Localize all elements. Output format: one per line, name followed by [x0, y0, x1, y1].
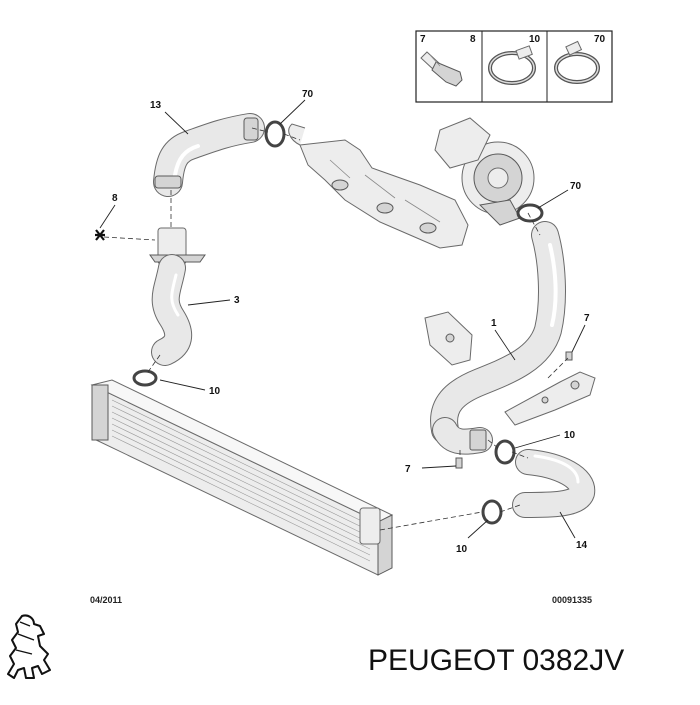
clamp-70-top [264, 120, 286, 148]
legend-cell-8: 8 [470, 34, 476, 45]
legend-cell-70: 70 [594, 34, 606, 45]
callout-7-upper: 7 [584, 313, 590, 324]
legend-cell-7: 7 [420, 34, 426, 45]
callout-1: 1 [491, 318, 497, 329]
hose-clamp-icon [488, 45, 536, 85]
bolt-7-upper [565, 351, 573, 361]
clamp-10-right [494, 439, 516, 465]
legend-cell-10: 10 [529, 34, 541, 45]
assembly-lines [103, 127, 569, 531]
bolt-8 [95, 229, 105, 241]
leader-lines [99, 99, 586, 539]
hose-3 [149, 227, 206, 366]
support-arm [504, 371, 596, 426]
intercooler [90, 379, 394, 576]
part-number-label: PEUGEOT 0382JV [368, 644, 624, 677]
hose-14 [512, 449, 596, 518]
callouts: 13 70 8 3 10 70 1 7 10 7 10 14 [112, 89, 590, 555]
callout-13: 13 [150, 100, 162, 111]
clamp-10-left [132, 369, 158, 387]
intake-manifold [288, 123, 469, 249]
callout-14: 14 [576, 540, 588, 551]
spring-clamp-icon [554, 40, 600, 84]
callout-8: 8 [112, 193, 118, 204]
clamp-70-right [516, 203, 544, 223]
callout-10-right: 10 [564, 430, 576, 441]
callout-70-top: 70 [302, 89, 314, 100]
clamp-10-bottom [481, 499, 503, 525]
bolt-icon [420, 51, 463, 87]
hose-1 [430, 221, 566, 455]
mounting-bracket [424, 311, 473, 366]
bolt-7-lower [455, 457, 463, 469]
peugeot-lion-logo [7, 614, 51, 679]
callout-3: 3 [234, 295, 240, 306]
diagram-date: 04/2011 [90, 595, 122, 605]
callout-70-right: 70 [570, 181, 582, 192]
callout-10-left: 10 [209, 386, 221, 397]
turbocharger [434, 117, 535, 226]
callout-10-bottom: 10 [456, 544, 468, 555]
legend-box: 7 8 10 70 [415, 30, 613, 103]
hose-13 [153, 113, 265, 197]
callout-7-lower: 7 [405, 464, 411, 475]
diagram-code: 00091335 [552, 595, 592, 605]
